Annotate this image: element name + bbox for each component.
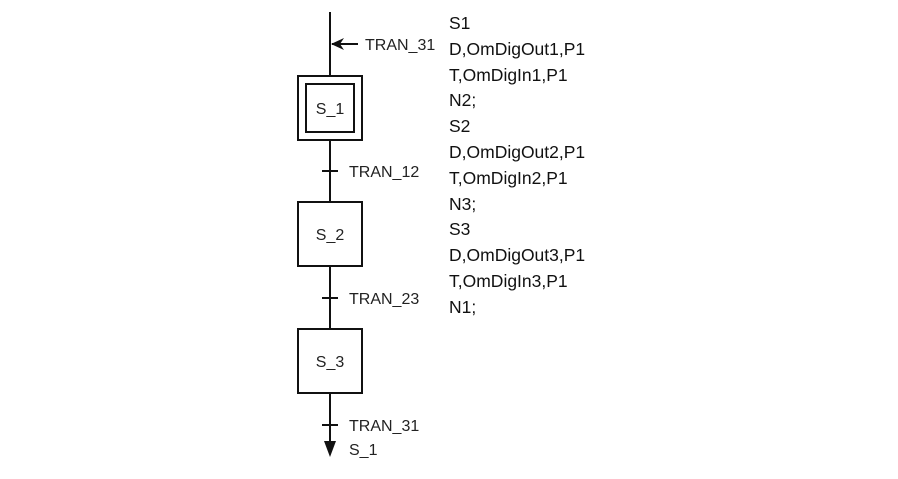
code-line: D,OmDigOut1,P1 <box>449 38 586 59</box>
step-s3[interactable]: S_3 <box>297 328 363 394</box>
code-line: S2 <box>449 116 471 137</box>
step-s1[interactable]: S_1 <box>297 75 363 141</box>
transition-tran-12[interactable]: TRAN_12 <box>322 164 419 181</box>
code-line: T,OmDigIn2,P1 <box>449 167 568 188</box>
step-label: S_1 <box>316 101 345 118</box>
code-line: D,OmDigOut3,P1 <box>449 245 586 266</box>
code-line: T,OmDigIn1,P1 <box>449 64 568 85</box>
exit-arrow-icon <box>324 441 336 457</box>
code-line: N1; <box>449 296 477 317</box>
sequence-code-listing: S1 D,OmDigOut1,P1 T,OmDigIn1,P1 N2; S2 D… <box>449 11 585 321</box>
code-line: T,OmDigIn3,P1 <box>449 270 568 291</box>
transition-label: TRAN_12 <box>349 164 419 181</box>
transition-tran-31[interactable]: TRAN_31 <box>322 418 419 435</box>
transition-label: TRAN_31 <box>349 418 419 435</box>
transition-label: TRAN_23 <box>349 291 419 308</box>
code-line: S3 <box>449 219 471 240</box>
entry-arrow-icon <box>331 38 358 50</box>
transition-tran-23[interactable]: TRAN_23 <box>322 291 419 308</box>
code-line: N2; <box>449 90 477 111</box>
step-label: S_2 <box>316 227 345 244</box>
step-label: S_3 <box>316 354 345 371</box>
entry-transition-label: TRAN_31 <box>365 37 435 54</box>
code-line: N3; <box>449 193 477 214</box>
code-line: D,OmDigOut2,P1 <box>449 141 586 162</box>
step-s2[interactable]: S_2 <box>297 201 363 267</box>
exit-target-label: S_1 <box>349 442 378 459</box>
code-line: S1 <box>449 13 471 33</box>
